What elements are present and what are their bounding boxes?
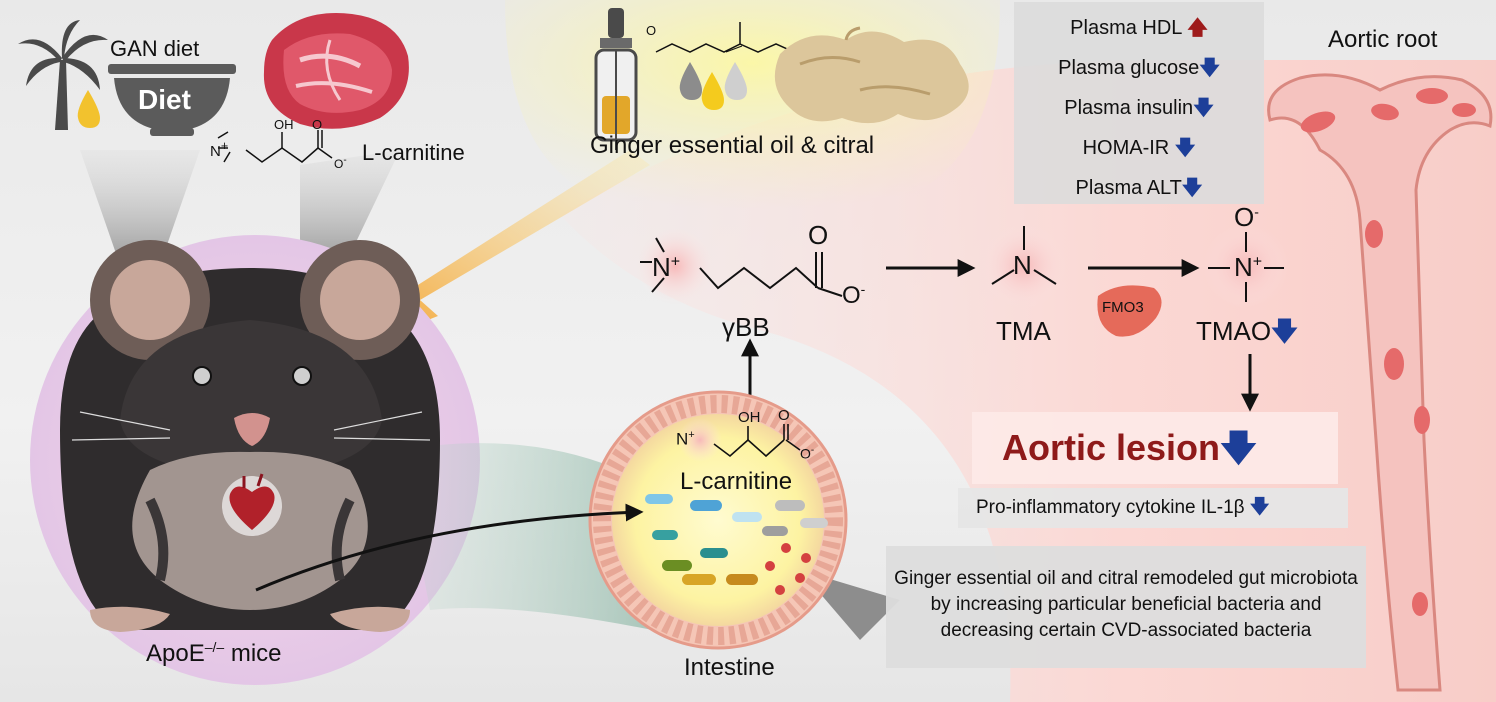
lcarnitine-oh: OH [274,117,294,132]
intestine-lcarnitine-o-minus: O- [800,445,815,462]
tma-label: TMA [996,316,1051,346]
lcarnitine-label: L-carnitine [362,140,465,165]
chem-n: N [210,143,221,160]
microbiota-panel [886,546,1366,668]
ybb-o: O [808,220,829,250]
palm-tree-icon [18,20,108,130]
tma-structure [991,226,1057,285]
lcarnitine-o: O [312,117,323,132]
mouse-label: ApoE–/– mice [146,639,282,667]
arrow-down-icon: 🡇 [1181,177,1203,199]
heart-icon [229,473,275,530]
meat-icon [263,13,409,129]
tmao-structure [1208,232,1284,302]
microbiota-line-1: Ginger essential oil and citral remodele… [894,568,1358,589]
ginger-root-icon [774,26,969,124]
ybb-n: N+ [652,252,681,282]
arrow-up-icon: 🡅 [1187,17,1208,39]
plasma-marker-glucose: Plasma glucose🡇 [1058,57,1220,79]
diet-bowl-icon [108,64,236,136]
plasma-panel [1014,2,1264,204]
intestine-label: Intestine [684,654,775,681]
intestine-lcarnitine-oh: OH [738,409,761,426]
grey-cone-left [80,150,200,265]
cytokine-label: Pro-inflammatory cytokine IL-1β 🡇 [976,497,1270,518]
tma-n: N [1013,250,1032,280]
tmao-glow [1204,224,1288,308]
dropper-bottle-icon [594,8,638,150]
mouse-illustration [60,240,440,632]
pink-region [560,60,1496,702]
arrow-down-icon: 🡇 [1249,497,1270,518]
intestine-lcarnitine-structure [713,424,801,458]
arrow-down-icon: 🡇 [1174,137,1196,159]
ybb-label: γBB [722,312,770,342]
plasma-marker-homa: HOMA-IR 🡇 [1082,137,1196,159]
liver-icon [1097,285,1162,337]
aortic-root-label: Aortic root [1328,26,1438,53]
oil-drops-icon [679,62,747,110]
ybb-structure [640,237,843,297]
intestine-icon [588,390,848,650]
microbiota-line-2: by increasing particular beneficial bact… [930,594,1322,615]
arrow-down-icon: 🡇 [1271,316,1298,346]
tma-glow [982,224,1066,308]
microbiota-line-3: decreasing certain CVD-associated bacter… [940,620,1312,641]
fmo3-label: FMO3 [1102,299,1144,316]
gan-diet-label: GAN diet [110,36,200,61]
arrow-down-icon: 🡇 [1199,57,1220,79]
intestine-lcarnitine-glow [678,418,722,462]
arrow-down-icon: 🡇 [1193,97,1214,119]
lcarnitine-o-minus: O- [334,155,347,171]
intestine-lcarnitine-o: O [778,407,790,424]
ybb-glow [637,228,713,304]
tmao-o-minus: O- [1234,202,1259,232]
microbiota-text: Ginger essential oil and citral remodele… [886,566,1366,644]
ybb-o-minus: O- [842,281,866,309]
aorta-icon [1267,73,1493,692]
cytokine-panel [958,488,1348,528]
plasma-marker-insulin: Plasma insulin🡇 [1064,97,1214,119]
orange-arrow-icon [352,150,650,350]
tmao-n: N+ [1234,252,1263,282]
intestine-lcarnitine-label: L-carnitine [680,468,793,495]
chem-plus: + [220,139,229,153]
arrow-mouse-to-intestine [255,503,644,592]
oil-drop-icon [77,90,100,128]
plasma-marker-alt: Plasma ALT🡇 [1075,177,1203,199]
diet-bowl-label: Diet [138,84,191,115]
arrow-down-icon: 🡇 [1220,427,1258,468]
plasma-marker-list: Plasma HDL 🡅 Plasma glucose🡇 Plasma insu… [1014,18,1264,218]
grey-cone-right [300,150,400,265]
lesion-panel [972,412,1338,484]
ginger-label: Ginger essential oil & citral [590,132,875,159]
aortic-lesion-label: Aortic lesion🡇 [1002,427,1258,468]
lcarnitine-n: N+ [210,140,228,159]
intestine-lcarnitine-n: N+ [676,429,695,449]
lcarnitine-structure [217,130,333,163]
citral-o: O [646,23,657,38]
plasma-marker-hdl: Plasma HDL 🡅 [1070,17,1208,39]
tmao-label: TMAO🡇 [1196,316,1298,346]
